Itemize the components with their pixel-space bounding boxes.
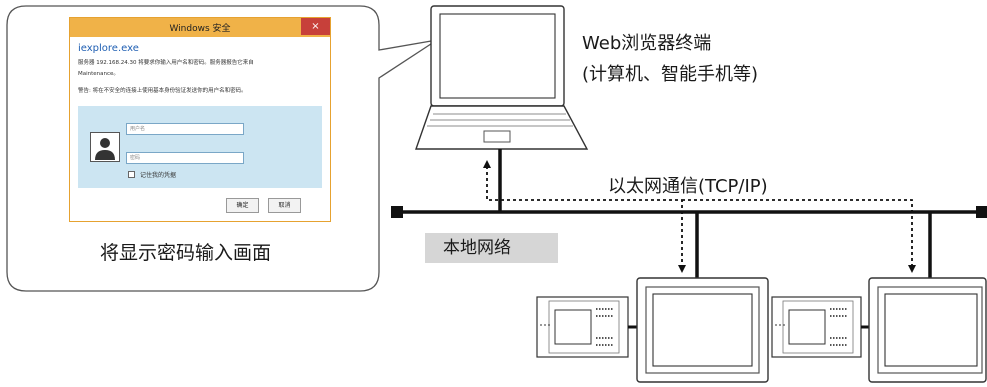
bus-end-right	[976, 206, 987, 218]
windows-security-dialog: Windows 安全 × iexplore.exe 服务器 192.168.24…	[69, 17, 331, 222]
cancel-button[interactable]: 取消	[268, 198, 301, 213]
callout-caption: 将显示密码输入画面	[100, 242, 272, 264]
dialog-app-name: iexplore.exe	[78, 43, 139, 54]
lan-label: 本地网络	[425, 233, 558, 263]
dialog-title: Windows 安全	[169, 24, 231, 34]
username-input[interactable]: 用户名	[126, 123, 244, 135]
ethernet-label: 以太网通信(TCP/IP)	[608, 176, 768, 197]
laptop-icon	[415, 5, 589, 150]
arrow-up-laptop	[483, 160, 491, 168]
arrow-down-panel1	[678, 265, 686, 273]
user-avatar-icon	[90, 132, 120, 162]
password-input[interactable]: 密码	[126, 152, 244, 164]
arrow-down-panel2	[908, 265, 916, 273]
remember-checkbox[interactable]	[128, 171, 135, 178]
bus-end-left	[391, 206, 403, 218]
dialog-message-line1: 服务器 192.168.24.30 将要求你输入用户名和密码。服务器报告它来自	[78, 60, 254, 66]
dialog-message-line2: Maintenance。	[78, 71, 119, 77]
dialog-warning: 警告: 将在不安全的连接上使用基本身份验证发送你的用户名和密码。	[78, 88, 247, 94]
dialog-titlebar: Windows 安全	[70, 18, 330, 37]
hmi-panel-2-icon	[868, 277, 987, 383]
ethernet-comm-path	[486, 166, 913, 268]
terminal-title: Web浏览器终端	[582, 33, 712, 54]
ok-button[interactable]: 确定	[226, 198, 259, 213]
close-button[interactable]: ×	[301, 18, 330, 35]
plc-unit-1-icon	[536, 296, 629, 358]
plc-unit-2-icon	[771, 296, 862, 358]
remember-label: 记住我的凭据	[140, 172, 177, 179]
hmi-panel-1-icon	[636, 277, 769, 383]
terminal-subtitle: (计算机、智能手机等)	[582, 64, 759, 85]
credential-panel: 用户名 密码 记住我的凭据	[78, 106, 322, 188]
